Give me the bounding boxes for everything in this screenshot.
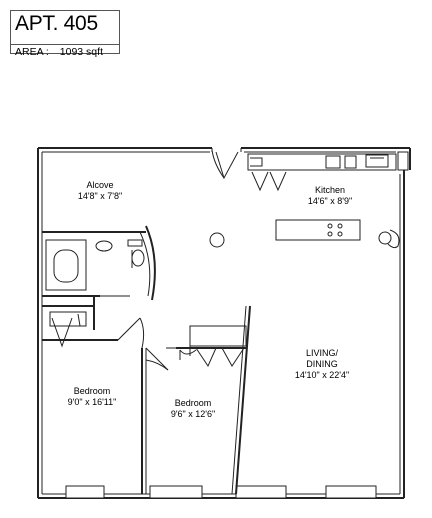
- bedroom1-door: [117, 317, 145, 349]
- room-dims-kitchen: 14'6" x 8'9": [307, 196, 353, 206]
- bedroom1-walls: [42, 339, 147, 494]
- apartment-title: APT. 405: [15, 12, 98, 35]
- room-dims-living-dining: 14'10" x 22'4": [294, 370, 350, 380]
- room-label-bedroom-1: Bedroom 9'0" x 16'11": [68, 386, 117, 408]
- room-name-kitchen: Kitchen: [314, 185, 346, 195]
- bathroom: [42, 225, 156, 330]
- room-label-alcove: Alcove 14'8" x 7'8": [78, 180, 122, 202]
- entry-door: [211, 148, 242, 180]
- room-dims-alcove: 14'8" x 7'8": [77, 191, 123, 201]
- room-dims-bedroom-2: 9'6" x 12'6": [170, 409, 216, 419]
- room-name-living: LIVING/: [305, 348, 338, 358]
- area-value: 1093 sqft: [59, 46, 103, 58]
- area-label: AREA :: [15, 46, 49, 58]
- bedroom2-door: [145, 347, 169, 371]
- room-label-kitchen: Kitchen 14'6" x 8'9": [308, 185, 352, 207]
- bottom-windows: [65, 485, 377, 499]
- bedroom2-closet: [166, 325, 247, 368]
- column: [209, 232, 225, 248]
- kitchen-counter-top: [247, 153, 397, 192]
- title-box: APT. 405 AREA : 1093 sqft: [10, 10, 120, 58]
- bedroom1-closet: [42, 305, 94, 348]
- room-name-bedroom-2: Bedroom: [174, 398, 212, 408]
- room-name-dining: DINING: [306, 359, 338, 369]
- title-divider: [11, 44, 119, 45]
- bedroom2-living-wall: [231, 305, 251, 495]
- room-dims-bedroom-1: 9'0" x 16'11": [67, 397, 117, 407]
- right-window: [387, 151, 409, 249]
- room-name-bedroom-1: Bedroom: [73, 386, 111, 396]
- kitchen-island: [275, 219, 392, 245]
- area-line: AREA : 1093 sqft: [15, 46, 103, 58]
- room-label-living-dining: LIVING/ DINING 14'10" x 22'4": [295, 348, 349, 381]
- room-label-bedroom-2: Bedroom 9'6" x 12'6": [171, 398, 215, 420]
- room-name-alcove: Alcove: [86, 180, 114, 190]
